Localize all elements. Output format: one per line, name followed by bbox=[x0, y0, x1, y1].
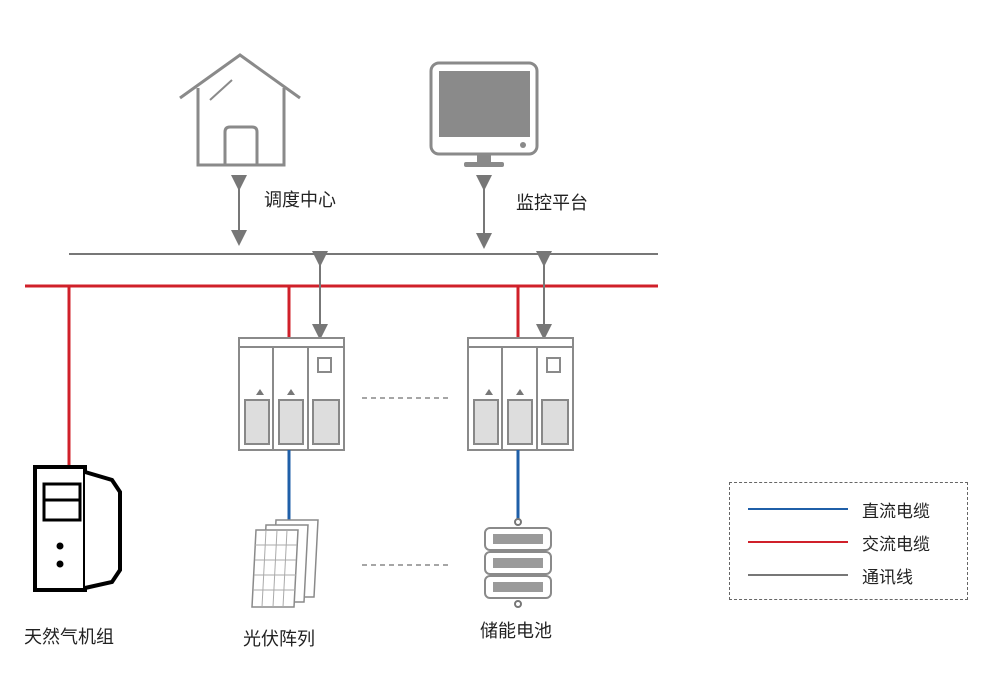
storage-pcs-cabinet bbox=[467, 337, 574, 451]
label-monitoring-platform: 监控平台 bbox=[516, 193, 588, 214]
ac-drops bbox=[67, 286, 520, 466]
legend-label-dc: 直流电缆 bbox=[862, 501, 930, 522]
legend-item-comm: 通讯线 bbox=[748, 563, 913, 588]
pv-inverter-cabinet bbox=[238, 337, 345, 451]
monitor-icon bbox=[429, 61, 539, 167]
comm-links-top bbox=[231, 175, 492, 249]
label-energy-storage: 储能电池 bbox=[480, 621, 552, 642]
generator-icon bbox=[33, 465, 122, 592]
legend-item-ac: 交流电缆 bbox=[748, 530, 930, 555]
label-gas-generator: 天然气机组 bbox=[24, 627, 114, 648]
label-dispatch-center: 调度中心 bbox=[264, 190, 336, 211]
comm-links-cabinets bbox=[312, 251, 552, 340]
solar-panel-icon bbox=[251, 519, 319, 608]
legend: 直流电缆 交流电缆 通讯线 bbox=[729, 482, 968, 600]
legend-label-ac: 交流电缆 bbox=[862, 534, 930, 555]
house-icon bbox=[179, 53, 301, 167]
legend-line-comm bbox=[748, 574, 848, 576]
legend-line-ac bbox=[748, 541, 848, 543]
dc-drops bbox=[287, 450, 520, 522]
legend-item-dc: 直流电缆 bbox=[748, 497, 930, 522]
legend-line-dc bbox=[748, 508, 848, 510]
battery-icon bbox=[484, 518, 552, 608]
legend-label-comm: 通讯线 bbox=[862, 567, 913, 588]
label-pv-array: 光伏阵列 bbox=[243, 629, 315, 650]
